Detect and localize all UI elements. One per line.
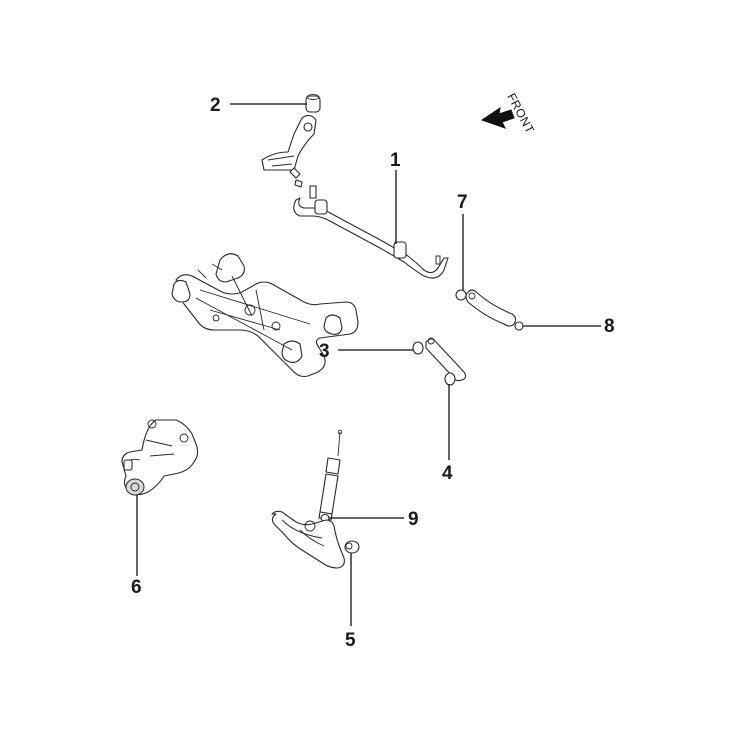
callout-number-8: 8 xyxy=(604,316,615,337)
callout-number-9: 9 xyxy=(408,509,419,530)
part-5-lower-control-arm xyxy=(271,510,360,569)
callout-number-2: 2 xyxy=(210,95,221,116)
callout-number-1: 1 xyxy=(390,150,401,171)
callout-number-4: 4 xyxy=(442,463,453,484)
rear-crossmember xyxy=(171,253,359,378)
callout-number-6: 6 xyxy=(131,577,142,598)
part-2-upper-mount-bracket xyxy=(261,94,321,188)
part-7-8-upper-link xyxy=(455,289,524,331)
callout-number-3: 3 xyxy=(319,341,330,362)
front-arrow-icon xyxy=(480,106,515,129)
part-1-stabilizer-bar xyxy=(293,185,449,279)
front-orientation-indicator: FRONT xyxy=(480,91,537,136)
part-3-4-lateral-link xyxy=(412,337,467,386)
part-6-rear-knuckle xyxy=(121,419,199,496)
callout-number-5: 5 xyxy=(345,630,356,651)
callout-number-7: 7 xyxy=(457,192,468,213)
part-9-shock-absorber xyxy=(318,429,343,523)
